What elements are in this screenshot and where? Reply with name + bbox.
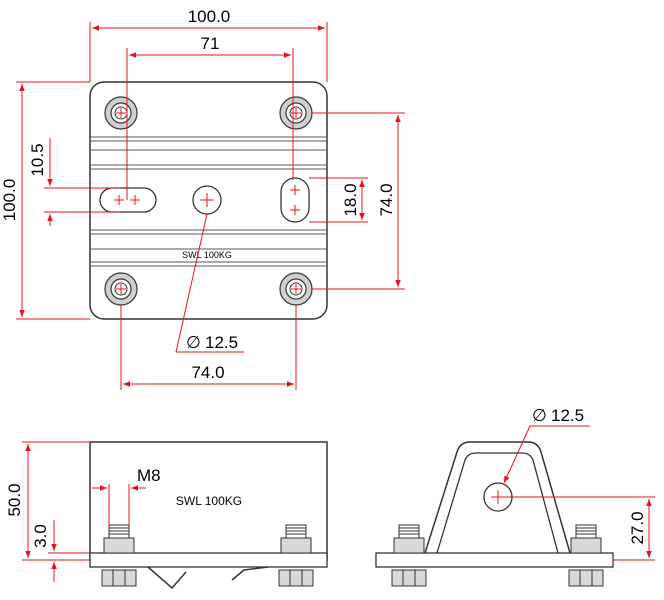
bolt <box>101 524 137 587</box>
side-view <box>375 441 614 587</box>
dim-diameter-symbol: ∅ <box>186 333 201 352</box>
bolt <box>391 524 427 587</box>
dim-left-height: 100.0 <box>0 179 19 222</box>
front-plate <box>89 552 328 568</box>
horizontal-slot <box>99 187 157 213</box>
dim-slot-length: 18.0 <box>341 183 360 216</box>
hook-left <box>147 566 187 590</box>
bracket-inner <box>436 452 559 554</box>
dim-side-diameter-symbol: ∅ <box>532 406 547 425</box>
dim-bolt-spacing-vertical: 74.0 <box>377 183 396 216</box>
side-plate <box>375 552 614 568</box>
plate-marking-top: SWL 100KG <box>182 250 232 260</box>
front-view: SWL 100KG <box>89 441 328 590</box>
bolt <box>568 524 604 587</box>
bolt <box>278 524 314 587</box>
dim-plate-thickness: 3.0 <box>31 524 50 548</box>
side-dimension-lines <box>491 425 655 561</box>
dim-side-hole-height: 27.0 <box>628 511 647 544</box>
center-marks <box>114 108 301 294</box>
dim-front-height: 50.0 <box>5 483 24 516</box>
hook-right <box>231 566 269 581</box>
vertical-slot <box>280 177 310 223</box>
dim-hole-spacing: 71 <box>201 34 220 53</box>
dim-bolt-size: M8 <box>137 466 161 485</box>
dim-slot-offset: 10.5 <box>28 143 47 176</box>
front-dimension-lines <box>22 441 146 582</box>
dim-bolt-spacing-horizontal: 74.0 <box>191 363 224 382</box>
dim-side-hole-dia: 12.5 <box>551 406 584 425</box>
bracket-outer <box>424 441 571 554</box>
dim-center-hole-dia: 12.5 <box>205 333 238 352</box>
top-dimension-lines <box>16 22 405 390</box>
plate-marking-front: SWL 100KG <box>176 494 242 508</box>
dim-top-width: 100.0 <box>188 7 231 26</box>
plate-ribs <box>90 136 327 267</box>
